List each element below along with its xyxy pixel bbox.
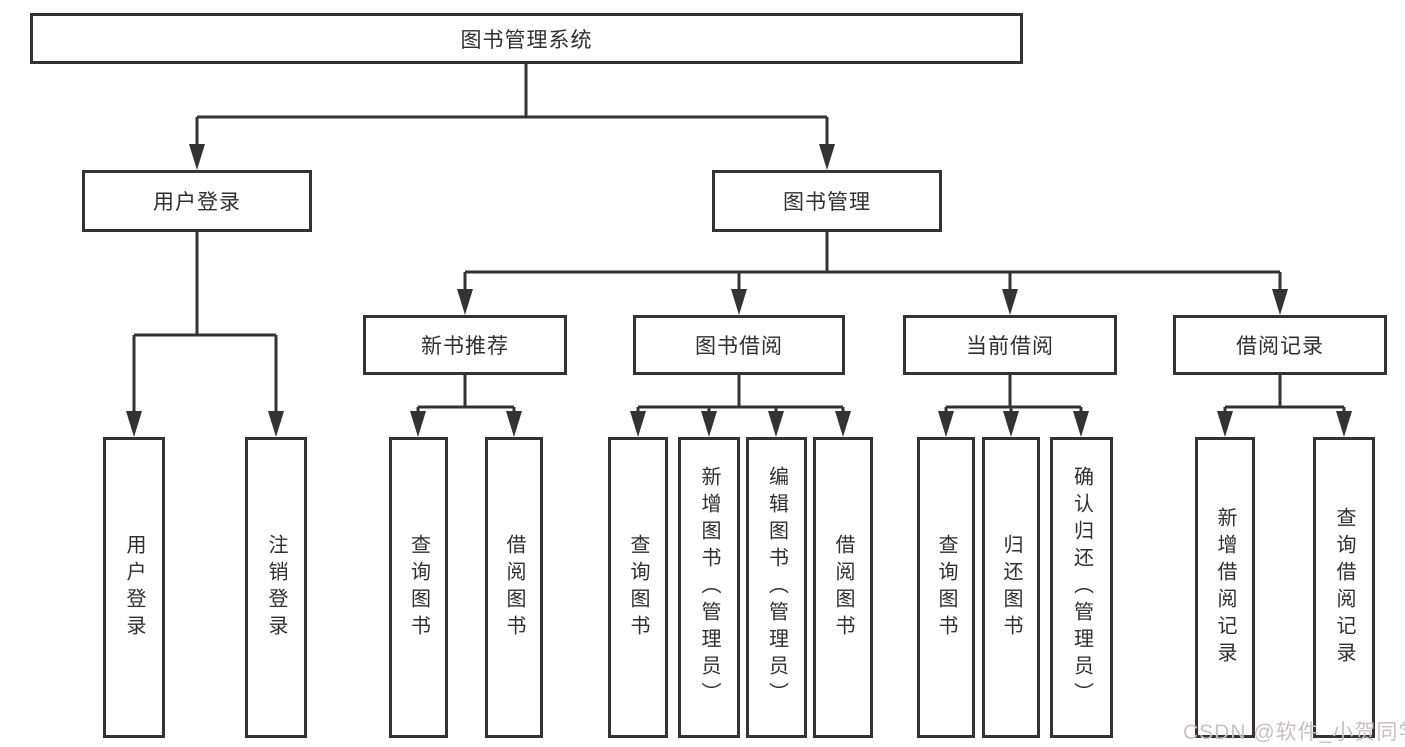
node-current-borrow: 当前借阅 — [903, 315, 1117, 375]
leaf-query-book-recommend: 查询图书 — [389, 437, 448, 738]
leaf-borrow-book-recommend: 借阅图书 — [485, 437, 543, 738]
leaf-add-book-admin: 新增图书（管理员） — [678, 437, 740, 738]
leaf-query-borrow-record: 查询借阅记录 — [1313, 437, 1375, 738]
node-label: 查询图书 — [407, 533, 430, 642]
leaf-query-book-current: 查询图书 — [917, 437, 975, 738]
node-label: 确认归还（管理员） — [1070, 466, 1093, 709]
leaf-query-book-borrow: 查询图书 — [608, 437, 668, 738]
node-label: 新增图书（管理员） — [698, 466, 720, 709]
node-user-login: 用户登录 — [82, 170, 312, 232]
node-new-book-recommend: 新书推荐 — [363, 315, 567, 375]
leaf-confirm-return-admin: 确认归还（管理员） — [1050, 437, 1113, 738]
node-label: 借阅图书 — [503, 533, 525, 642]
node-label: 借阅图书 — [832, 533, 854, 642]
node-label: 归还图书 — [1000, 533, 1022, 642]
node-label: 查询图书 — [627, 533, 649, 642]
leaf-borrow-book: 借阅图书 — [813, 437, 873, 738]
node-borrow-records: 借阅记录 — [1173, 315, 1387, 375]
node-label: 图书管理 — [783, 191, 871, 214]
node-label: 用户登录 — [153, 191, 241, 214]
leaf-logout: 注销登录 — [245, 437, 307, 738]
leaf-user-login: 用户登录 — [103, 437, 165, 738]
node-book-borrow: 图书借阅 — [633, 315, 845, 375]
node-label: 用户登录 — [123, 533, 145, 642]
leaf-return-book: 归还图书 — [982, 437, 1040, 738]
node-label: 借阅记录 — [1236, 335, 1324, 358]
node-label: 查询借阅记录 — [1333, 506, 1355, 669]
node-label: 图书借阅 — [695, 335, 783, 358]
leaf-add-borrow-record: 新增借阅记录 — [1195, 437, 1255, 738]
node-label: 当前借阅 — [966, 335, 1054, 358]
node-label: 注销登录 — [265, 533, 287, 642]
arrowheads — [126, 144, 1352, 437]
node-label: 新增借阅记录 — [1214, 506, 1236, 669]
csdn-watermark: CSDN @软件_小贺同学 — [1183, 721, 1405, 744]
node-root-system: 图书管理系统 — [30, 13, 1023, 64]
node-label: 新书推荐 — [421, 335, 509, 358]
leaf-edit-book-admin: 编辑图书（管理员） — [746, 437, 807, 738]
node-label: 图书管理系统 — [460, 28, 593, 52]
node-label: 查询图书 — [935, 533, 957, 642]
node-book-management: 图书管理 — [712, 170, 942, 232]
node-label: 编辑图书（管理员） — [765, 466, 788, 709]
